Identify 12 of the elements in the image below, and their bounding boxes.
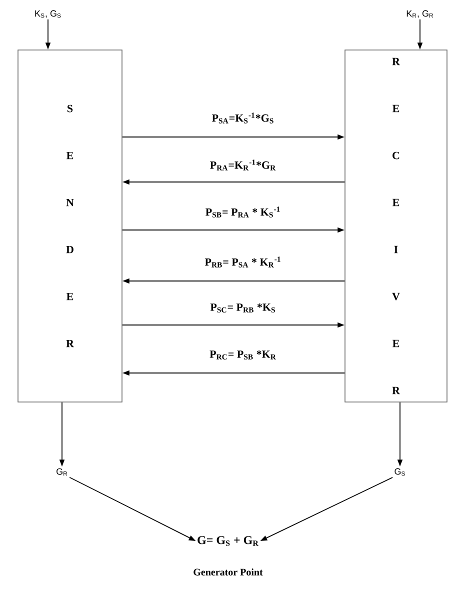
process-box: S E N D E R: [18, 50, 122, 402]
edge-label: P$_{SC}$= P$_{RB}$ *K$_{S}$: [210, 304, 275, 312]
process-box: R E C E I V E R: [344, 50, 448, 402]
edge-label: P$_{SA}$=K$_{S}$$^{-1}$*G$_{S}$: [212, 112, 274, 124]
key-label: G$_{S}$: [394, 468, 405, 476]
key-label: K$_{S}$, G$_{S}$: [35, 10, 61, 18]
key-label: G$_{R}$: [56, 468, 68, 476]
key-label: K$_{R}$, G$_{R}$: [406, 10, 434, 18]
formula-text: G= G$_{S}$ + G$_{R}$: [198, 536, 259, 546]
edge-label: P$_{RC}$= P$_{SB}$ *K$_{R}$: [210, 350, 276, 360]
node-label: Generator Point: [194, 568, 263, 576]
edge-label: P$_{RA}$=K$_{R}$$^{-1}$*G$_{R}$: [210, 160, 276, 170]
